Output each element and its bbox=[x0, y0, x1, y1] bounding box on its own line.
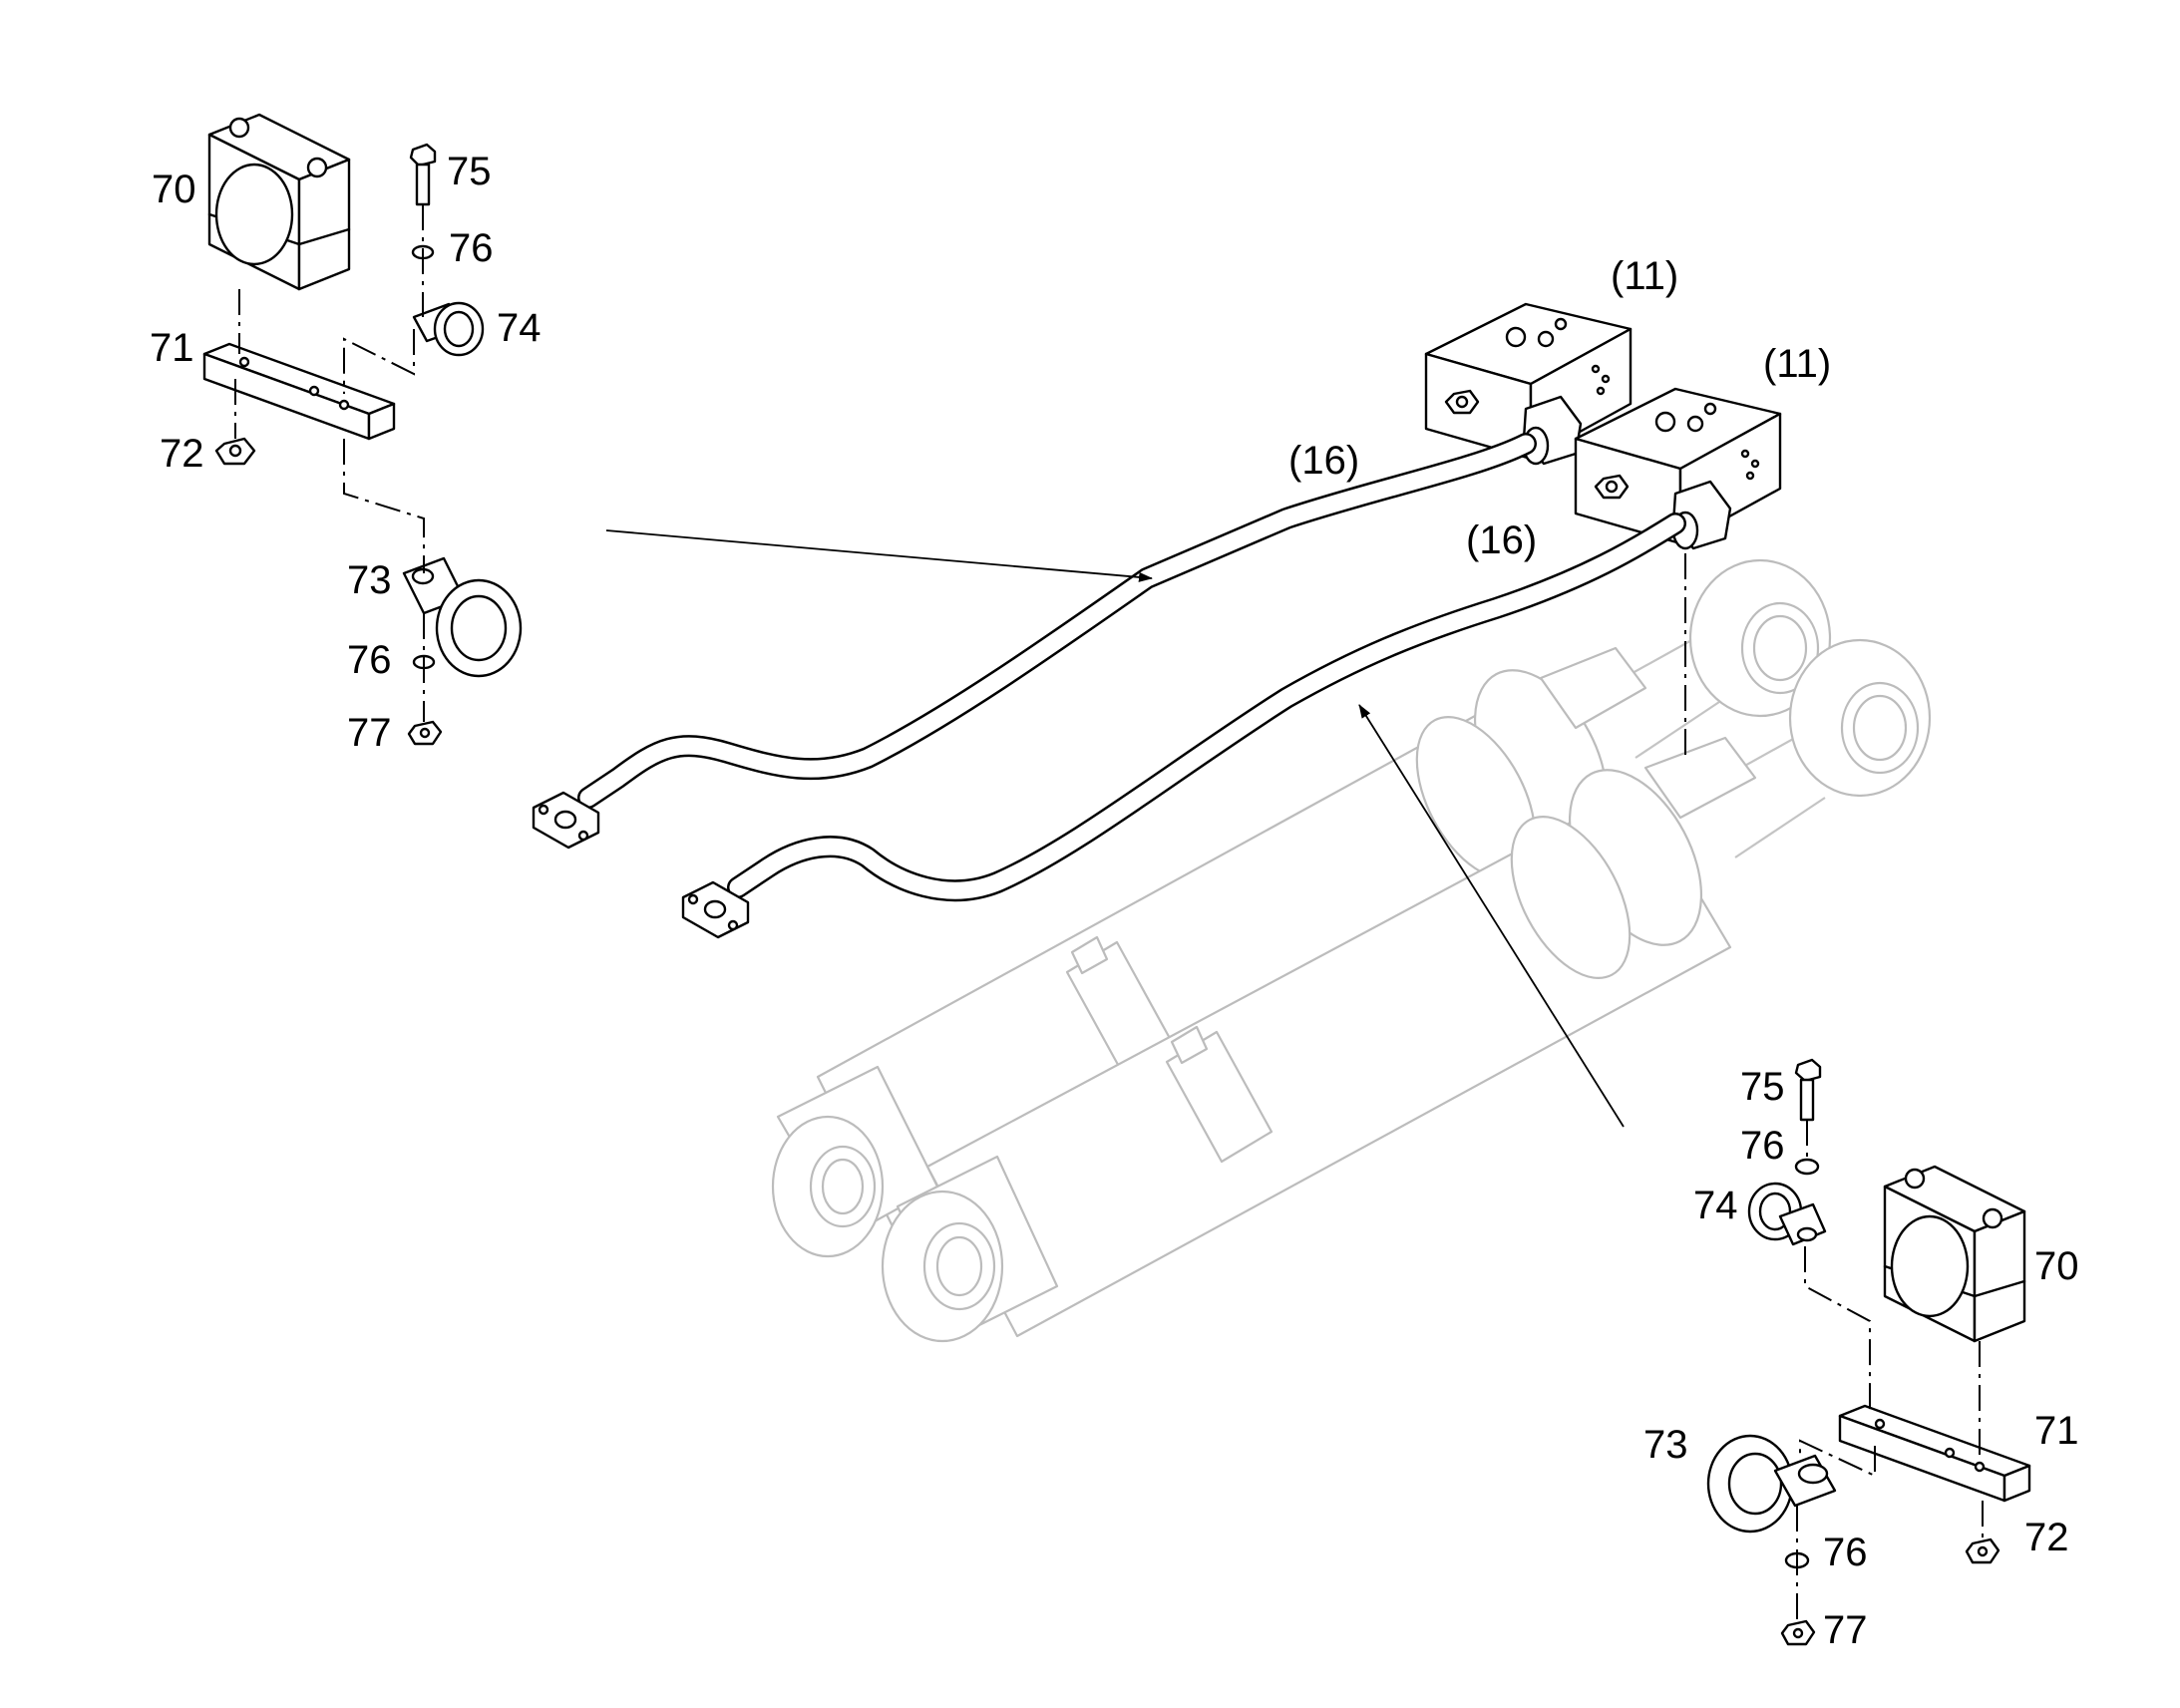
rear-cylinder-head bbox=[771, 1065, 939, 1258]
callout-73: 73 bbox=[1643, 1423, 1688, 1467]
hex-nut bbox=[407, 720, 443, 746]
callout-74: 74 bbox=[1693, 1184, 1738, 1227]
mounting-plate bbox=[1838, 1404, 2031, 1503]
rear-cylinder-eye bbox=[1688, 558, 1832, 718]
callouts-bottom-right: 70 71 72 73 74 75 76 76 77 bbox=[1643, 1065, 2079, 1652]
bolt bbox=[1794, 1058, 1822, 1122]
mounting-plate bbox=[202, 342, 396, 441]
pipe-clamp-block bbox=[1883, 1165, 2026, 1343]
callout-73: 73 bbox=[347, 558, 392, 602]
hex-nut bbox=[1780, 1619, 1816, 1646]
front-cylinder-eye bbox=[1788, 638, 1932, 798]
hose-front-flange bbox=[681, 880, 750, 939]
callout-70: 70 bbox=[152, 168, 196, 211]
callout-hose-16: (16) bbox=[1466, 518, 1537, 562]
hex-nut bbox=[1965, 1537, 2000, 1564]
callout-75: 75 bbox=[1740, 1065, 1785, 1109]
callout-76: 76 bbox=[1823, 1531, 1868, 1574]
assembly-arrows bbox=[605, 529, 1686, 1128]
small-pipe-clamp bbox=[412, 301, 485, 357]
callout-76: 76 bbox=[449, 226, 494, 270]
callouts-assemblies: (16) (16) (11) (11) bbox=[1288, 254, 1831, 562]
rear-cylinder bbox=[771, 558, 1832, 1258]
clamp-assembly-top-left bbox=[202, 113, 523, 746]
callout-71: 71 bbox=[2034, 1409, 2079, 1453]
callouts-top-left: 70 71 72 73 74 75 76 76 77 bbox=[150, 150, 542, 755]
hose-clamp bbox=[402, 556, 523, 678]
hose-rear bbox=[532, 433, 1537, 850]
front-cylinder-head bbox=[881, 1155, 1059, 1343]
callout-74: 74 bbox=[497, 306, 542, 350]
callout-block-11: (11) bbox=[1611, 254, 1678, 298]
hex-nut bbox=[214, 437, 256, 466]
callout-70: 70 bbox=[2034, 1244, 2079, 1288]
callout-77: 77 bbox=[1823, 1608, 1868, 1652]
callout-hose-16: (16) bbox=[1288, 439, 1359, 483]
callout-75: 75 bbox=[447, 150, 492, 193]
hydraulic-cylinders-ghost bbox=[771, 558, 1932, 1343]
clamp-assembly-bottom-right bbox=[1706, 1058, 2031, 1646]
small-pipe-clamp bbox=[1747, 1182, 1827, 1246]
callout-77: 77 bbox=[347, 711, 392, 755]
front-cylinder bbox=[881, 638, 1932, 1343]
hose-clamp bbox=[1706, 1434, 1837, 1534]
callout-72: 72 bbox=[2024, 1516, 2069, 1559]
callout-71: 71 bbox=[150, 326, 194, 370]
callout-block-11: (11) bbox=[1763, 342, 1831, 386]
hose-front bbox=[681, 512, 1686, 939]
callout-76: 76 bbox=[347, 638, 392, 682]
valve-block-front bbox=[1574, 387, 1782, 550]
pipe-clamp-block bbox=[207, 113, 351, 291]
front-cylinder-band bbox=[1165, 1025, 1273, 1164]
valve-block-rear bbox=[1424, 302, 1633, 466]
washer bbox=[1794, 1158, 1820, 1176]
callout-76: 76 bbox=[1740, 1124, 1785, 1168]
callout-72: 72 bbox=[160, 432, 204, 476]
bolt bbox=[409, 143, 437, 206]
hose-rear-flange bbox=[532, 791, 600, 850]
